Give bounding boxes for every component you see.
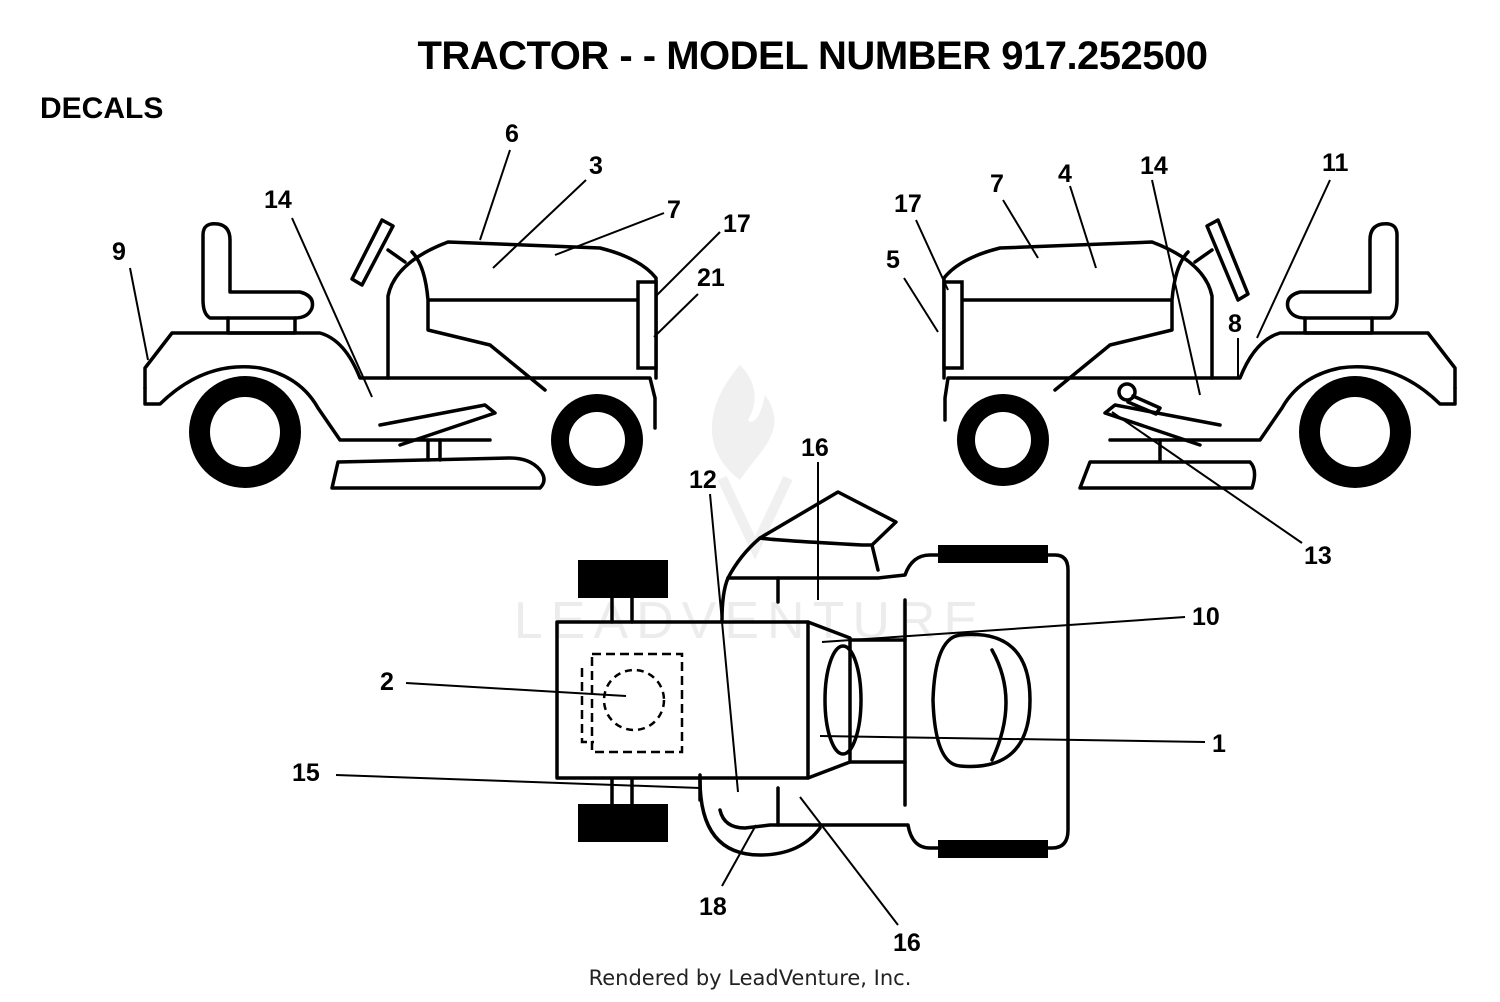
right-rear-body [943, 331, 1457, 422]
callout-4: 4 [1058, 160, 1072, 188]
top-seat [931, 632, 1032, 769]
callout-8: 8 [1228, 310, 1242, 338]
callout-12: 12 [689, 466, 717, 494]
callout-17: 17 [723, 210, 751, 238]
section-heading: DECALS [40, 92, 164, 125]
callout-1: 1 [1212, 730, 1226, 758]
right-mower-deck [1078, 460, 1257, 490]
watermark-flame-icon [711, 365, 775, 480]
callout-2: 2 [380, 668, 394, 696]
leader-lines [129, 149, 1331, 926]
right-steering-wheel [1205, 218, 1250, 302]
right-side-view [942, 218, 1457, 490]
top-front-right-wheel [578, 804, 668, 842]
callout-14: 14 [1140, 152, 1168, 180]
callout-16: 16 [893, 929, 921, 957]
left-hood [386, 240, 658, 380]
callout-16: 16 [801, 434, 829, 462]
top-body-outline [718, 553, 1070, 850]
left-steering-wheel [350, 218, 395, 287]
left-grille [636, 280, 658, 370]
callout-18: 18 [699, 893, 727, 921]
left-seat [201, 221, 315, 320]
callout-21: 21 [697, 264, 725, 292]
callout-6: 6 [505, 120, 519, 148]
page-title: TRACTOR - - MODEL NUMBER 917.252500 [417, 34, 1208, 78]
right-hood [942, 240, 1214, 380]
top-gas-cap-icon [602, 668, 666, 732]
callout-7: 7 [667, 196, 681, 224]
callout-15: 15 [292, 759, 320, 787]
right-seat [1285, 221, 1399, 320]
left-rear-body [143, 331, 657, 430]
watermark-v-icon [717, 475, 793, 560]
callout-7: 7 [990, 170, 1004, 198]
callout-14: 14 [264, 186, 292, 214]
top-front-left-wheel [578, 560, 668, 598]
callout-17: 17 [894, 190, 922, 218]
callout-9: 9 [112, 238, 126, 266]
footer-credit: Rendered by LeadVenture, Inc. [588, 966, 912, 990]
callouts: 9 14 6 3 7 17 21 17 5 7 4 14 11 8 13 12 … [112, 120, 1349, 957]
left-mower-deck [330, 456, 546, 490]
callout-3: 3 [589, 152, 603, 180]
callout-5: 5 [886, 246, 900, 274]
callout-11: 11 [1322, 149, 1349, 177]
right-grille [942, 280, 964, 370]
callout-13: 13 [1304, 542, 1332, 570]
top-discharge-chute [726, 490, 898, 580]
left-side-view [143, 218, 658, 490]
top-view [555, 490, 1070, 858]
callout-10: 10 [1192, 603, 1220, 631]
